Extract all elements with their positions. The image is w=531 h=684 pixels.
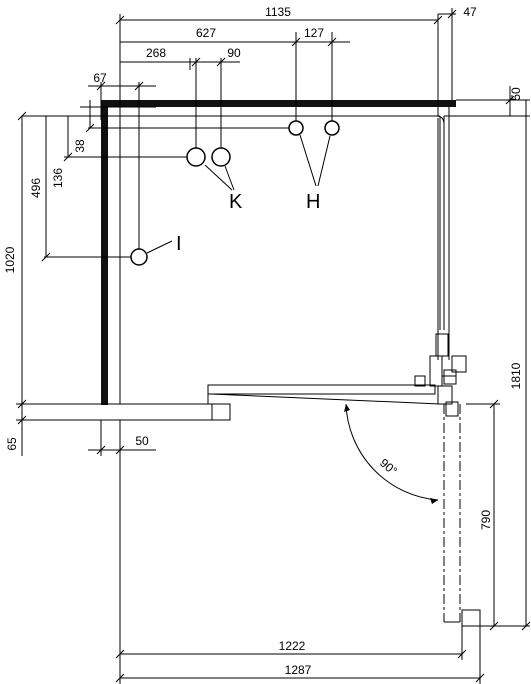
dim-width-total: 1135: [265, 5, 291, 19]
callout-labels: K H I: [176, 191, 320, 255]
dim-h-right-from-left: 627: [196, 26, 216, 40]
dim-top-offset: 50: [509, 87, 523, 101]
fitting-h-right: [324, 120, 340, 136]
dim-k-from-top: 136: [51, 168, 65, 188]
dim-bottom-gap: 50: [135, 434, 149, 448]
dim-inner-width: 1222: [279, 639, 306, 653]
dim-base-offset: 65: [5, 437, 19, 451]
dim-wall-depth: 47: [463, 5, 477, 19]
label-leaders: [146, 134, 331, 254]
door-handle-block: [461, 609, 481, 627]
dim-i-from-left: 67: [93, 71, 107, 85]
dim-door-angle: 90°: [377, 456, 400, 479]
extension-lines: [16, 8, 530, 684]
dim-i-from-top: 496: [29, 178, 43, 198]
walls: [101, 100, 456, 405]
dim-outer-width: 1287: [285, 663, 312, 677]
fitting-i: [130, 248, 148, 266]
dim-door-width: 790: [479, 510, 493, 530]
door-swing-arc: [345, 403, 439, 501]
foot-block-left: [211, 403, 231, 421]
dimension-texts: 1135 47 627 127 268 90 67 50 1222 1287 1…: [3, 5, 523, 677]
dim-height-right: 1810: [509, 362, 523, 389]
fitting-k-right: [211, 147, 231, 167]
back-wall: [101, 100, 456, 107]
door-leaf: [344, 403, 481, 627]
label-k: K: [229, 191, 243, 213]
dim-k-spacing: 90: [227, 46, 241, 60]
dim-h-from-top: 38: [73, 139, 87, 153]
corner-fitting: [429, 333, 467, 417]
shower-enclosure: [119, 107, 467, 421]
dim-height-left: 1020: [3, 246, 17, 273]
left-wall: [101, 100, 108, 405]
dimension-lines: [17, 9, 531, 683]
label-h: H: [306, 191, 320, 213]
fitting-h-left: [288, 120, 304, 136]
fitting-k-left: [186, 147, 206, 167]
dim-h-spacing: 127: [304, 26, 324, 40]
label-i: I: [176, 233, 182, 255]
dim-k-left-from-left: 268: [146, 46, 166, 60]
